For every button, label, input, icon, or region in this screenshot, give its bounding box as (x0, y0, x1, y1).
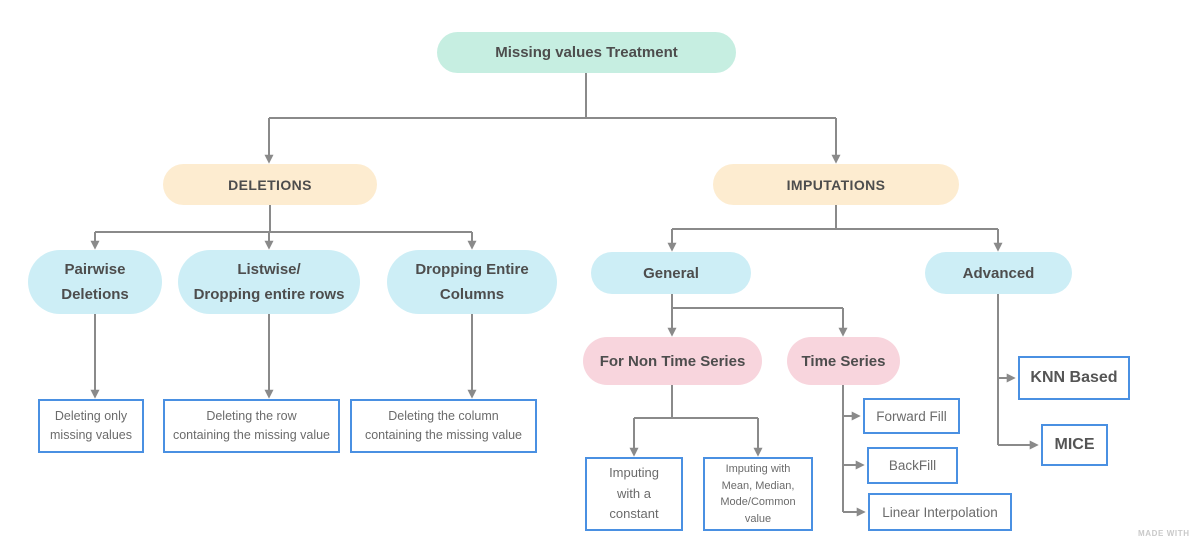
node-deleting-row: Deleting the row containing the missing … (163, 399, 340, 453)
edges-general (667, 294, 848, 337)
edges-time-series (842, 385, 866, 517)
node-mice: MICE (1041, 424, 1108, 466)
node-advanced: Advanced (925, 252, 1072, 294)
edges-non-time-series (629, 385, 763, 457)
edges-deletion-details (90, 314, 477, 399)
edges-imputations (667, 205, 1003, 252)
node-for-non-time-series: For Non Time Series (583, 337, 762, 385)
node-time-series: Time Series (787, 337, 900, 385)
node-linear-interpolation: Linear Interpolation (868, 493, 1012, 531)
node-knn-based: KNN Based (1018, 356, 1130, 400)
edges-root (264, 73, 841, 164)
node-imputations: IMPUTATIONS (713, 164, 959, 205)
node-imputing-with-mean-median-mode: Imputing with Mean, Median, Mode/Common … (703, 457, 813, 531)
node-missing-values-treatment: Missing values Treatment (437, 32, 736, 73)
node-deletions: DELETIONS (163, 164, 377, 205)
node-backfill: BackFill (867, 447, 958, 484)
node-deleting-column: Deleting the column containing the missi… (350, 399, 537, 453)
node-pairwise-deletions: Pairwise Deletions (28, 250, 162, 314)
edges-deletions (90, 205, 477, 250)
node-forward-fill: Forward Fill (863, 398, 960, 434)
node-listwise-dropping-rows: Listwise/ Dropping entire rows (178, 250, 360, 314)
node-deleting-only-missing-values: Deleting only missing values (38, 399, 144, 453)
made-with-watermark: MADE WITH (1138, 529, 1190, 538)
node-general: General (591, 252, 751, 294)
edges-advanced (997, 294, 1039, 450)
node-dropping-entire-columns: Dropping Entire Columns (387, 250, 557, 314)
node-imputing-with-constant: Imputing with a constant (585, 457, 683, 531)
